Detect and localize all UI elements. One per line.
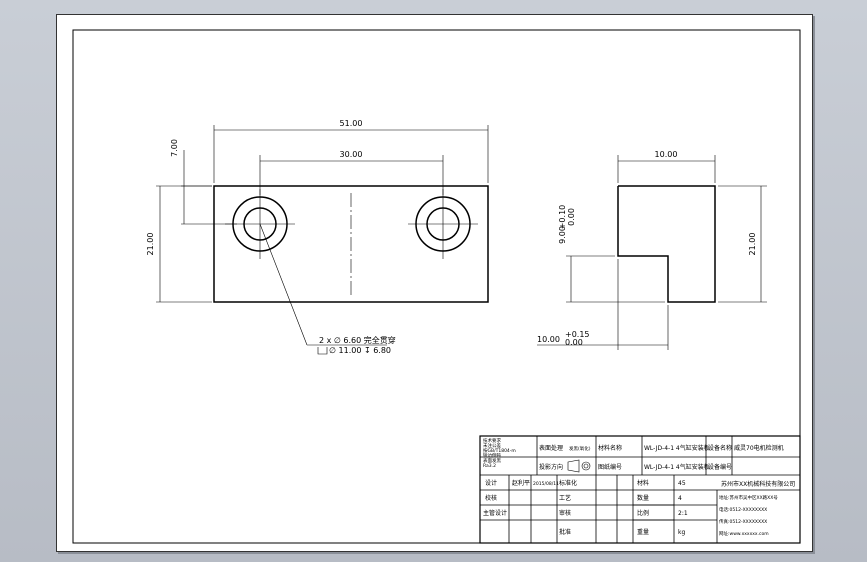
- quantity-value: 4: [678, 495, 682, 502]
- dim-hole-spacing: [259, 155, 444, 195]
- svg-text:Ra3.2: Ra3.2: [483, 463, 496, 469]
- dim-text-step-height: 9.00: [558, 226, 567, 244]
- part-name: WL-JD-4-1 4气缸安装板: [644, 444, 710, 452]
- approve-label: 批准: [559, 528, 571, 536]
- svg-text:锐边倒钝: 锐边倒钝: [483, 452, 501, 459]
- material-value: 45: [678, 480, 686, 487]
- device-label: 设备名称: [708, 444, 732, 452]
- drawing-canvas: 51.00 30.00 7.00 21.00 2 x ∅ 6.60 完全贯穿 ∅…: [72, 29, 801, 544]
- side-view-outline: [617, 185, 716, 303]
- dim-text-hole-offset: 7.00: [170, 139, 179, 157]
- dim-text-hole-spacing: 30.00: [340, 150, 363, 159]
- dim-text-side-width: 10.00: [655, 150, 678, 159]
- surface-treatment-label: 表面处理: [539, 444, 563, 452]
- dim-text-step-width: 10.00: [537, 335, 560, 344]
- svg-text:按GB/T1804-m: 按GB/T1804-m: [483, 447, 516, 454]
- material-field: 材料: [637, 479, 649, 487]
- dim-side-width: [617, 155, 716, 183]
- dim-side-height: [718, 185, 767, 303]
- quantity-field: 数量: [637, 494, 649, 502]
- dim-step-width: [537, 259, 669, 350]
- weight-value: kg: [678, 529, 685, 536]
- company-web: 网址:www.xxxxxx.com: [719, 530, 769, 537]
- front-view-outline: [213, 185, 489, 303]
- hole-callout-line1: 2 x ∅ 6.60 完全贯穿: [319, 335, 396, 345]
- front-view: [156, 125, 489, 355]
- std-label: 标准化: [559, 479, 577, 487]
- company-addr: 地址:苏州市吴中区XX路XX号: [719, 494, 778, 501]
- company-name: 苏州市XX机械科技有限公司: [721, 480, 795, 488]
- side-view: [537, 155, 767, 350]
- chief-label: 主管设计: [483, 509, 507, 517]
- check-label: 校核: [485, 494, 497, 502]
- front-centerlines: [225, 189, 478, 297]
- dim-text-front-height: 21.00: [146, 233, 155, 256]
- design-label: 设计: [485, 479, 497, 487]
- projection-symbol: [567, 459, 591, 473]
- title-notes: 技术要求 未注公差 按GB/T1804-m 锐边倒钝 表面发黑 Ra3.2: [483, 437, 516, 469]
- material-label: 材料名称: [598, 444, 622, 452]
- designer: 赵利平: [512, 479, 530, 487]
- dim-text-step-width-tol-upper: +0.15: [565, 330, 590, 339]
- hole-callout-line2: ∅ 11.00 ↧ 6.80: [329, 346, 391, 355]
- weight-field: 重量: [637, 528, 649, 536]
- scale-value: 2:1: [678, 510, 688, 517]
- dim-text-side-height: 21.00: [748, 233, 757, 256]
- dim-front-height: [156, 185, 212, 303]
- review-label: 审核: [559, 509, 571, 517]
- title-block: [479, 435, 801, 544]
- design-date: 2015/08/11: [533, 481, 559, 487]
- device-no-label: 设备编号: [708, 463, 732, 471]
- dim-hole-offset: [181, 150, 237, 225]
- surface-treatment-value: 发黑(氧化): [569, 445, 591, 452]
- device-name: 威灵70电机检测机: [734, 444, 784, 452]
- dim-text-step-height-tol-lower: 0.00: [567, 208, 576, 226]
- dim-step-height: [566, 255, 665, 303]
- svg-text:未注公差: 未注公差: [483, 442, 501, 449]
- scale-field: 比例: [637, 509, 649, 517]
- drawing-no: WL-JD-4-1 4气缸安装板: [644, 463, 710, 471]
- process-label: 工艺: [559, 494, 571, 502]
- company-fax: 传真:0512-XXXXXXXX: [719, 518, 767, 525]
- projection-label: 投影方向: [539, 463, 563, 471]
- dim-text-step-height-tol-upper: +0.10: [558, 205, 567, 230]
- drawing-no-label: 图纸编号: [598, 463, 622, 471]
- company-tel: 电话:0512-XXXXXXXX: [719, 506, 767, 513]
- svg-text:表面发黑: 表面发黑: [483, 457, 501, 464]
- dim-text-overall-width: 51.00: [340, 119, 363, 128]
- svg-text:技术要求: 技术要求: [483, 437, 501, 444]
- hole-callout-leader: [259, 223, 387, 355]
- dim-text-step-width-tol-lower: 0.00: [565, 338, 583, 347]
- drawing-sheet: 51.00 30.00 7.00 21.00 2 x ∅ 6.60 完全贯穿 ∅…: [56, 14, 813, 552]
- inner-frame: [72, 29, 801, 544]
- dim-overall-width: [213, 125, 489, 183]
